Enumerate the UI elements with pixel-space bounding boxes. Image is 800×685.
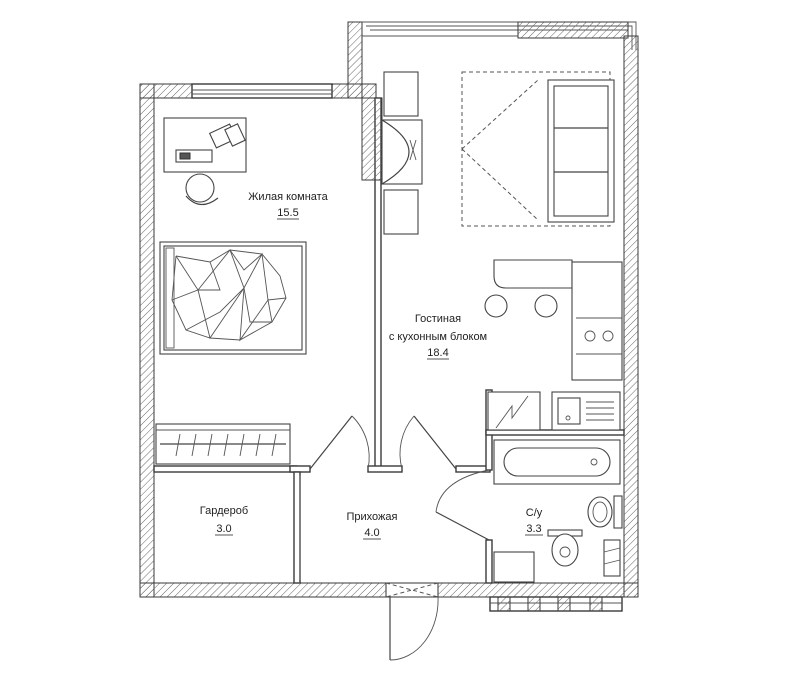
bed bbox=[159, 241, 307, 355]
room-name: Гостиная bbox=[415, 313, 461, 325]
room-label-living-room: Жилая комната 15.5 bbox=[248, 191, 329, 220]
room-name: С/у bbox=[526, 507, 543, 519]
room-area: 4.0 bbox=[364, 527, 379, 539]
bathtub bbox=[493, 439, 621, 485]
desk-chair bbox=[185, 173, 219, 206]
room-area: 18.4 bbox=[427, 347, 448, 359]
doors bbox=[299, 415, 490, 661]
room-name: Гардероб bbox=[200, 505, 248, 517]
kitchen-counter bbox=[484, 259, 623, 431]
outer-walls bbox=[139, 21, 639, 612]
wardrobe-cabinet bbox=[155, 423, 291, 465]
room-area: 15.5 bbox=[277, 207, 298, 219]
desk bbox=[163, 117, 247, 173]
room-area: 3.0 bbox=[216, 523, 231, 535]
room-name: Прихожая bbox=[347, 511, 398, 523]
loggia-frame bbox=[362, 21, 637, 50]
washbasin bbox=[587, 495, 623, 529]
bottom-window bbox=[489, 596, 623, 612]
room-label-bathroom: С/у 3.3 bbox=[525, 507, 543, 536]
bedroom-window bbox=[191, 83, 333, 99]
room-label-hallway: Прихожая 4.0 bbox=[347, 511, 398, 540]
sofa bbox=[547, 79, 615, 223]
room-name: Жилая комната bbox=[248, 191, 328, 203]
bed-linens-pattern bbox=[171, 249, 287, 342]
towel-dryer bbox=[603, 539, 621, 577]
toilet bbox=[547, 529, 583, 567]
room-label-wardrobe: Гардероб 3.0 bbox=[200, 505, 248, 536]
room-name-line2: с кухонным блоком bbox=[389, 331, 487, 343]
room-area: 3.3 bbox=[526, 523, 541, 535]
armchairs bbox=[381, 71, 423, 235]
washing-machine bbox=[493, 551, 535, 583]
room-label-lounge-kitchen: Гостиная с кухонным блоком 18.4 bbox=[389, 313, 487, 360]
